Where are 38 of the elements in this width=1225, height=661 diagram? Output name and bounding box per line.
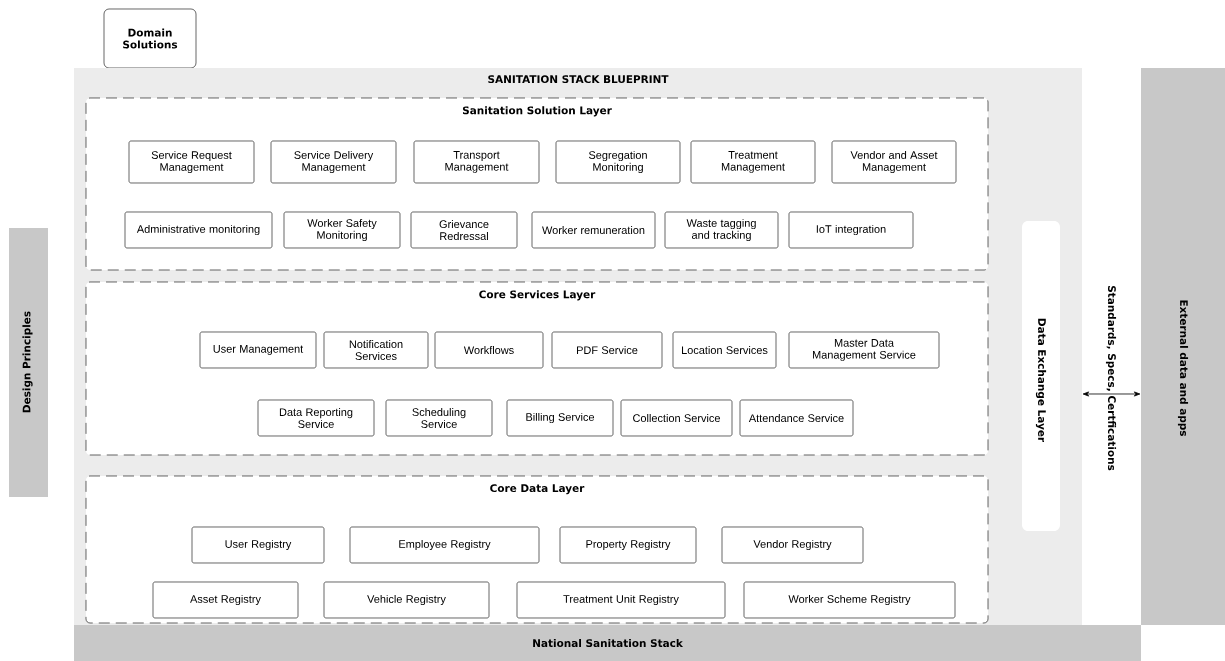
base-band: National Sanitation Stack (74, 625, 1141, 661)
module-box: Collection Service (620, 399, 733, 437)
module-box: Treatment Unit Registry (516, 581, 726, 619)
rotated-label: Standards, Specs, Certfications (1105, 285, 1117, 471)
module-box: Scheduling Service (385, 399, 493, 437)
module-box: Data Reporting Service (257, 399, 375, 437)
module-box: Master Data Management Service (788, 331, 940, 369)
module-box: Grievance Redressal (410, 211, 518, 249)
module-box: Attendance Service (739, 399, 854, 437)
side-band: Design Principles (9, 228, 48, 497)
module-box: Worker remuneration (531, 211, 656, 249)
module-box: Workflows (434, 331, 544, 369)
module-box: Worker Scheme Registry (743, 581, 956, 619)
module-box: Property Registry (559, 526, 697, 564)
module-box: Vendor Registry (721, 526, 864, 564)
module-box: User Management (199, 331, 317, 369)
exchange-band: Data Exchange Layer (1022, 221, 1060, 531)
module-box: Treatment Management (690, 140, 816, 184)
module-box: Vendor and Asset Management (831, 140, 957, 184)
module-box: Asset Registry (152, 581, 299, 619)
module-box: Service Request Management (128, 140, 255, 184)
module-box: Vehicle Registry (323, 581, 490, 619)
arrow (1082, 391, 1141, 397)
module-box: Employee Registry (349, 526, 540, 564)
module-box: User Registry (191, 526, 325, 564)
solution-box: Domain Solutions (103, 8, 197, 69)
module-box: Waste tagging and tracking (664, 211, 779, 249)
module-box: Transport Management (413, 140, 540, 184)
module-box: Administrative monitoring (124, 211, 273, 249)
module-box: IoT integration (788, 211, 914, 249)
module-box: Worker Safety Monitoring (283, 211, 401, 249)
module-box: Segregation Monitoring (555, 140, 681, 184)
module-box: PDF Service (551, 331, 663, 369)
module-box: Location Services (672, 331, 777, 369)
module-box: Service Delivery Management (270, 140, 397, 184)
module-box: Notification Services (323, 331, 429, 369)
side-panel: External data and apps (1141, 68, 1225, 625)
module-box: Billing Service (506, 399, 614, 437)
